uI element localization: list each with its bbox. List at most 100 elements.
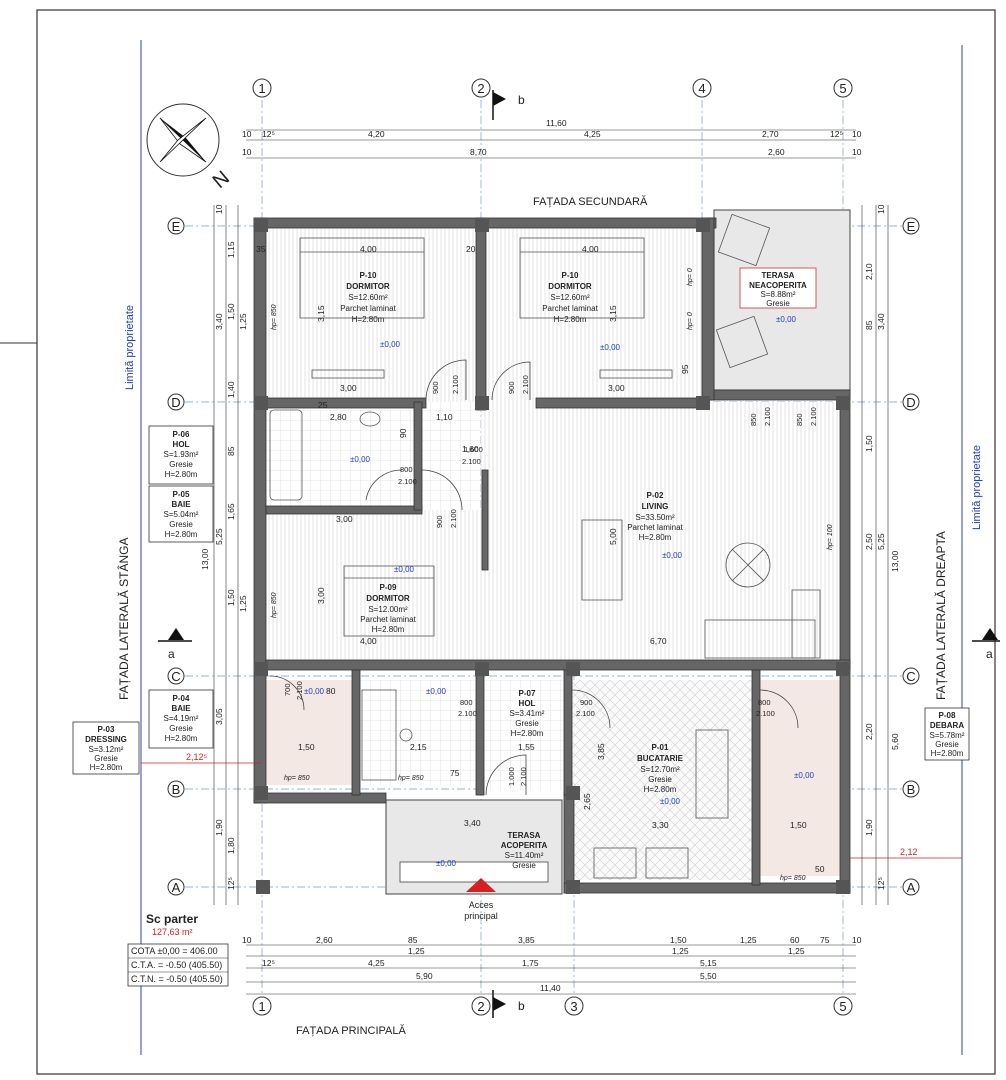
- svg-text:S=33.50m²: S=33.50m²: [635, 513, 675, 522]
- axis-A-right: A: [907, 880, 916, 895]
- dimensions-top-lines: [246, 129, 856, 159]
- svg-text:DORMITOR: DORMITOR: [346, 282, 390, 291]
- svg-text:Gresie: Gresie: [94, 754, 118, 763]
- axis-bubbles-top: 1 2 4 5: [252, 78, 853, 98]
- svg-text:TERASA: TERASA: [762, 271, 795, 280]
- svg-text:S=12.60m²: S=12.60m²: [348, 293, 388, 302]
- door-swings: [269, 359, 799, 796]
- room-p10a: P-10 DORMITOR S=12.60m² Parchet laminat …: [340, 271, 396, 324]
- svg-text:hp= 850: hp= 850: [284, 775, 310, 782]
- svg-text:11,60: 11,60: [546, 118, 567, 128]
- svg-text:1.600: 1.600: [464, 445, 483, 454]
- svg-text:S=4.19m²: S=4.19m²: [164, 714, 199, 723]
- svg-text:10: 10: [242, 935, 252, 945]
- svg-text:2,20: 2,20: [864, 723, 874, 740]
- svg-text:BUCATARIE: BUCATARIE: [637, 754, 684, 763]
- svg-text:hp= 850: hp= 850: [271, 592, 278, 618]
- compass: N: [146, 103, 234, 193]
- interior-dimensions: 4,00 4,00 3,00 3,00 2,80 1,10 3,00 4,00 …: [256, 244, 825, 874]
- svg-text:2,15: 2,15: [410, 742, 427, 752]
- svg-text:P-01: P-01: [652, 743, 669, 752]
- axis-2-bottom: 2: [477, 999, 484, 1014]
- svg-text:13,00: 13,00: [890, 550, 900, 572]
- svg-text:H=2.80m: H=2.80m: [165, 734, 198, 743]
- svg-text:±0,00: ±0,00: [660, 797, 681, 806]
- room-p03: P-03 DRESSING S=3.12m² Gresie H=2.80m: [72, 721, 140, 775]
- svg-text:S=12.60m²: S=12.60m²: [550, 293, 590, 302]
- svg-text:1,65: 1,65: [226, 503, 236, 520]
- columns: [254, 218, 850, 894]
- room-p07: P-07 HOL S=3.41m² Gresie H=2.80m: [510, 689, 545, 738]
- floor-terrace-uncovered: [713, 209, 851, 391]
- svg-text:P-09: P-09: [380, 583, 397, 592]
- room-terrace-covered: TERASA ACOPERITA S=11.40m² Gresie: [501, 831, 548, 870]
- svg-text:8,70: 8,70: [470, 147, 487, 157]
- svg-text:1,15: 1,15: [226, 241, 236, 258]
- axis-E-right: E: [907, 219, 916, 234]
- dimensions-left-lines: [213, 205, 239, 905]
- svg-text:4,25: 4,25: [368, 958, 385, 968]
- svg-text:1.000: 1.000: [507, 767, 516, 786]
- svg-text:6,70: 6,70: [650, 636, 667, 646]
- svg-text:12⁵: 12⁵: [876, 877, 886, 890]
- svg-text:1,25: 1,25: [238, 595, 248, 612]
- svg-text:90: 90: [398, 428, 408, 438]
- svg-text:S=12.70m²: S=12.70m²: [640, 765, 680, 774]
- axis-4-top: 4: [698, 81, 705, 96]
- svg-text:HOL: HOL: [173, 440, 190, 449]
- axis-1-bottom: 1: [258, 999, 265, 1014]
- svg-text:P-08: P-08: [939, 711, 956, 720]
- svg-text:S=3.41m²: S=3.41m²: [510, 709, 545, 718]
- svg-text:4,00: 4,00: [582, 244, 599, 254]
- svg-text:Parchet laminat: Parchet laminat: [340, 304, 396, 313]
- svg-text:1,25: 1,25: [238, 313, 248, 330]
- svg-text:800: 800: [460, 698, 473, 707]
- svg-text:DORMITOR: DORMITOR: [548, 282, 592, 291]
- svg-text:60: 60: [790, 935, 800, 945]
- svg-text:10: 10: [242, 129, 252, 139]
- svg-text:ACOPERITA: ACOPERITA: [501, 841, 548, 850]
- axis-B-left: B: [172, 782, 181, 797]
- svg-text:75: 75: [450, 768, 460, 778]
- svg-text:3,15: 3,15: [316, 305, 326, 322]
- svg-text:1,25: 1,25: [788, 946, 805, 956]
- svg-text:50: 50: [815, 864, 825, 874]
- svg-text:1,50: 1,50: [298, 742, 315, 752]
- svg-text:2,60: 2,60: [768, 147, 785, 157]
- svg-text:1,40: 1,40: [226, 381, 236, 398]
- svg-text:P-03: P-03: [98, 725, 115, 734]
- svg-text:1,25: 1,25: [672, 946, 689, 956]
- svg-text:800: 800: [400, 465, 413, 474]
- svg-text:S=5.04m²: S=5.04m²: [164, 510, 199, 519]
- svg-text:H=2.80m: H=2.80m: [554, 315, 587, 324]
- axis-5-top: 5: [839, 81, 846, 96]
- svg-text:NEACOPERITA: NEACOPERITA: [749, 281, 807, 290]
- svg-text:S=3.12m²: S=3.12m²: [89, 745, 124, 754]
- svg-text:H=2.80m: H=2.80m: [639, 533, 672, 542]
- svg-text:12⁵: 12⁵: [830, 129, 843, 139]
- floor-dressing: [266, 680, 354, 785]
- svg-text:b: b: [518, 93, 525, 107]
- window-labels: hp= 850 hp= 850 hp= 850 hp= 850 hp= 850 …: [271, 268, 834, 882]
- svg-text:4,00: 4,00: [360, 244, 377, 254]
- svg-text:850: 850: [795, 413, 804, 426]
- floor-hall: [420, 402, 480, 510]
- svg-text:2.100: 2.100: [295, 681, 304, 700]
- svg-text:a: a: [986, 647, 993, 661]
- axis-bubbles-rows: E E D D C C B B A A: [167, 217, 920, 896]
- svg-text:3,40: 3,40: [214, 313, 224, 330]
- svg-text:3,40: 3,40: [464, 818, 481, 828]
- svg-text:2.100: 2.100: [458, 709, 477, 718]
- svg-text:±0,00: ±0,00: [794, 771, 815, 780]
- svg-text:4,00: 4,00: [360, 636, 377, 646]
- svg-text:BAIE: BAIE: [171, 704, 191, 713]
- floor-bedroom-2: [481, 226, 702, 402]
- svg-text:P-02: P-02: [647, 491, 664, 500]
- svg-text:12⁵: 12⁵: [262, 129, 275, 139]
- svg-text:3,85: 3,85: [518, 935, 535, 945]
- svg-text:hp= 0: hp= 0: [687, 312, 694, 330]
- svg-text:1,25: 1,25: [740, 935, 757, 945]
- svg-text:2.100: 2.100: [756, 709, 775, 718]
- svg-text:4,25: 4,25: [584, 129, 601, 139]
- room-p02: P-02 LIVING S=33.50m² Parchet laminat H=…: [627, 491, 683, 542]
